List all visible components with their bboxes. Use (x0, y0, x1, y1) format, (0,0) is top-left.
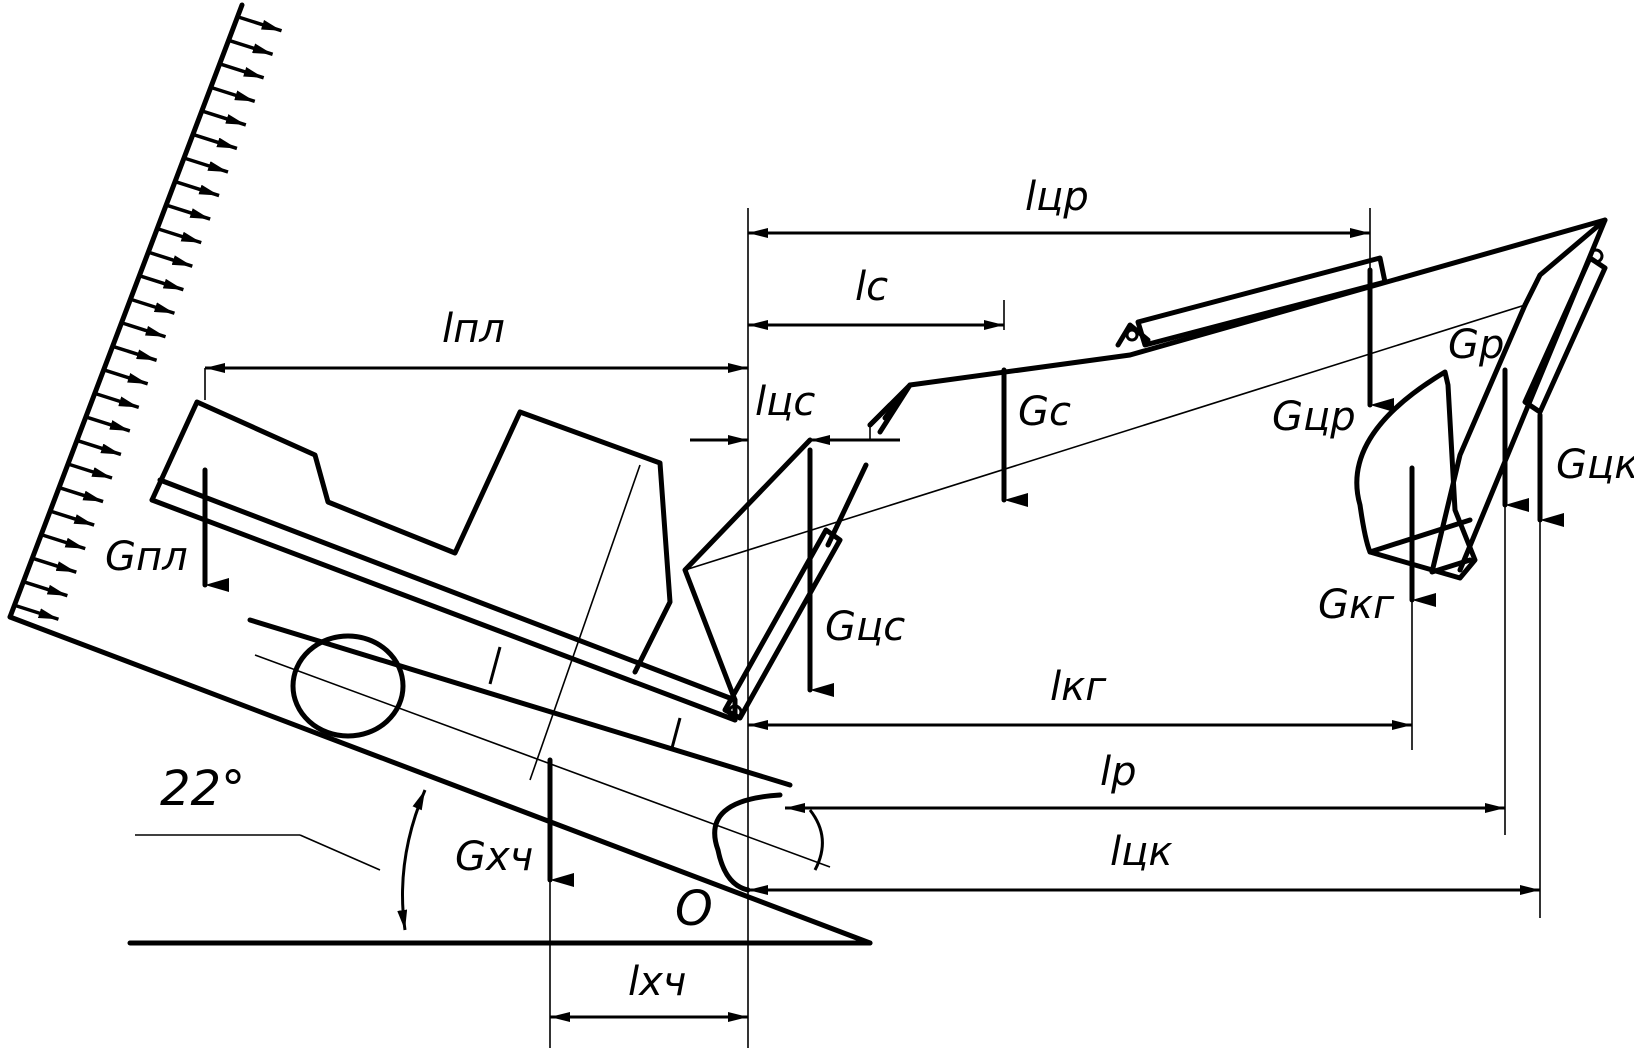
wall-hatch-arrow (165, 203, 211, 221)
wall-hatch-arrow (85, 415, 131, 433)
wall-hatch-arrow (40, 532, 86, 551)
label-g-cs: Gцс (825, 604, 905, 650)
wall-hatch-arrow (76, 438, 122, 457)
track-wheel (290, 633, 406, 739)
platform-edge (157, 477, 738, 703)
stick-cyl-pin (1125, 328, 1139, 342)
label-l-pl: lпл (442, 306, 505, 352)
stick-arm (1429, 302, 1528, 575)
label-g-kg: Gкг (1318, 582, 1395, 628)
platform-top (149, 497, 738, 723)
stick-cyl-mount (1115, 322, 1151, 348)
label-g-ck: Gцк (1556, 442, 1634, 488)
cabin-outline (149, 399, 673, 675)
wall-hatch-arrow (58, 485, 104, 504)
wall-hatch-arrow (147, 250, 193, 268)
boom-joint (867, 402, 893, 428)
bucket-cyl-pin (1588, 248, 1604, 264)
label-l-r: lр (1100, 749, 1137, 795)
support-2 (670, 717, 682, 749)
dimension-lines (204, 228, 1540, 1022)
track-top (247, 617, 793, 788)
angle-leader-d (299, 834, 381, 871)
wall-hatch-arrow (210, 85, 256, 104)
force-arrows (202, 267, 1564, 887)
wall-hatch-arrow (13, 603, 59, 621)
label-g-xch: Gхч (455, 834, 533, 880)
center-line-lower (254, 654, 831, 868)
wall-hatch-arrow (219, 62, 265, 80)
wall-hatch-arrow (237, 15, 283, 33)
origin-label: O (675, 881, 713, 937)
wall-hatch-arrow (192, 132, 238, 151)
labels: 22° O Gпл Gхч Gцс Gс Gцр Gр Gкг Gцк lпл … (105, 174, 1634, 1005)
label-l-kg: lкг (1050, 664, 1107, 710)
label-g-pl: Gпл (105, 534, 188, 580)
wall-hatch-arrow (183, 156, 229, 174)
label-g-cr: Gцр (1272, 394, 1356, 440)
wall-hatch-arrow (156, 226, 202, 245)
label-l-ck: lцк (1110, 829, 1173, 875)
wall-hatch-arrow (94, 391, 140, 410)
front-idler (712, 792, 783, 893)
bucket-cylinder (1522, 255, 1608, 415)
wall-hatch-arrow (174, 179, 220, 198)
bucket-lip (1367, 517, 1473, 555)
angle-label: 22° (160, 761, 245, 817)
ground (7, 2, 873, 946)
stick-cylinder (1135, 255, 1388, 348)
label-l-c: lс (855, 264, 888, 310)
boom-cyl-pin (727, 704, 743, 720)
wall-hatch-arrow (228, 38, 274, 56)
wall-hatch-arrow (138, 274, 184, 292)
label-l-xch: lхч (628, 959, 686, 1005)
boom-cylinder (722, 527, 843, 721)
label-g-c: Gс (1018, 389, 1071, 435)
support-1 (488, 646, 502, 685)
label-l-cs: lцс (755, 379, 815, 425)
wall-hatch-arrow (22, 580, 68, 598)
slope-line (7, 614, 873, 946)
wall-hatch-arrow (201, 109, 247, 127)
boom-assembly (682, 217, 1608, 721)
angle-arc (397, 789, 427, 931)
boom-bend (877, 382, 913, 435)
wall-hatching (13, 15, 283, 621)
wall-line (7, 2, 245, 620)
wall-hatch-arrow (103, 368, 149, 386)
wall-hatch-arrow (67, 462, 113, 480)
wall-hatch-arrow (129, 297, 175, 315)
label-l-cr: lцр (1025, 174, 1089, 220)
boom-cyl-rod (825, 462, 869, 548)
wall-hatch-arrow (112, 344, 158, 362)
excavator-body (149, 399, 831, 893)
boom-centerline (684, 304, 1526, 571)
center-line-cabin (529, 464, 641, 781)
label-g-r: Gр (1448, 322, 1504, 368)
wall-hatch-arrow (121, 321, 167, 339)
wall-hatch-arrow (31, 556, 77, 574)
front-idler-arc (808, 809, 824, 871)
wall-hatch-arrow (49, 509, 95, 527)
